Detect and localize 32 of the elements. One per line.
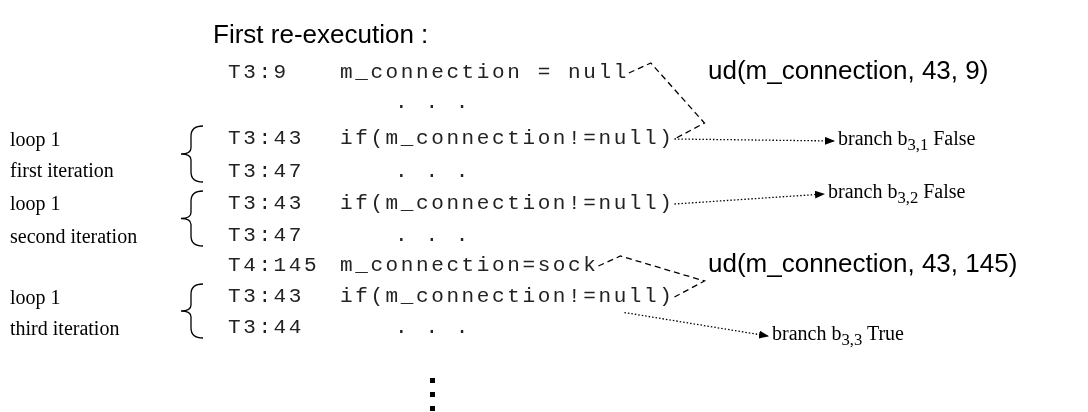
loop-label: loop 1 [10,286,61,308]
code-statement: if(m_connection!=null) [340,192,675,216]
loop-label: loop 1 [10,192,61,214]
code-statement: m_connection = null [340,61,629,85]
arrow [673,136,835,145]
branch-outcome: branch b$_{3,1}$ False [838,127,976,155]
line-number: T3:47 [228,224,304,248]
ellipsis: . . . [395,316,471,340]
iteration-label: third iteration [10,317,120,339]
title: First re-execution : [213,19,429,49]
code-statement: m_connection=sock [340,254,599,278]
arrow [673,190,825,205]
dashed-connector [628,62,706,140]
line-number: T3:43 [228,127,305,151]
arrow [623,311,769,339]
ellipsis: . . . [395,224,471,248]
ellipsis: . . . [395,160,471,184]
loop-label: loop 1 [10,128,61,150]
code-statement: if(m_connection!=null) [340,285,675,309]
line-number: T3:43 [228,285,305,309]
iteration-label: first iteration [10,159,114,181]
line-number: T3:9 [228,61,290,85]
code-statement: if(m_connection!=null) [340,127,675,151]
line-number: T3:43 [228,192,305,216]
ellipsis: . . . [395,91,471,115]
branch-outcome: branch b$_{3,2}$ False [828,180,966,208]
iteration-label: second iteration [10,225,138,247]
branch-outcome: branch b$_{3,3}$ True [772,322,904,350]
line-number: T4:145 [228,254,321,278]
line-number: T3:44 [228,316,304,340]
dashed-connector [597,255,707,298]
line-number: T3:47 [228,160,304,184]
